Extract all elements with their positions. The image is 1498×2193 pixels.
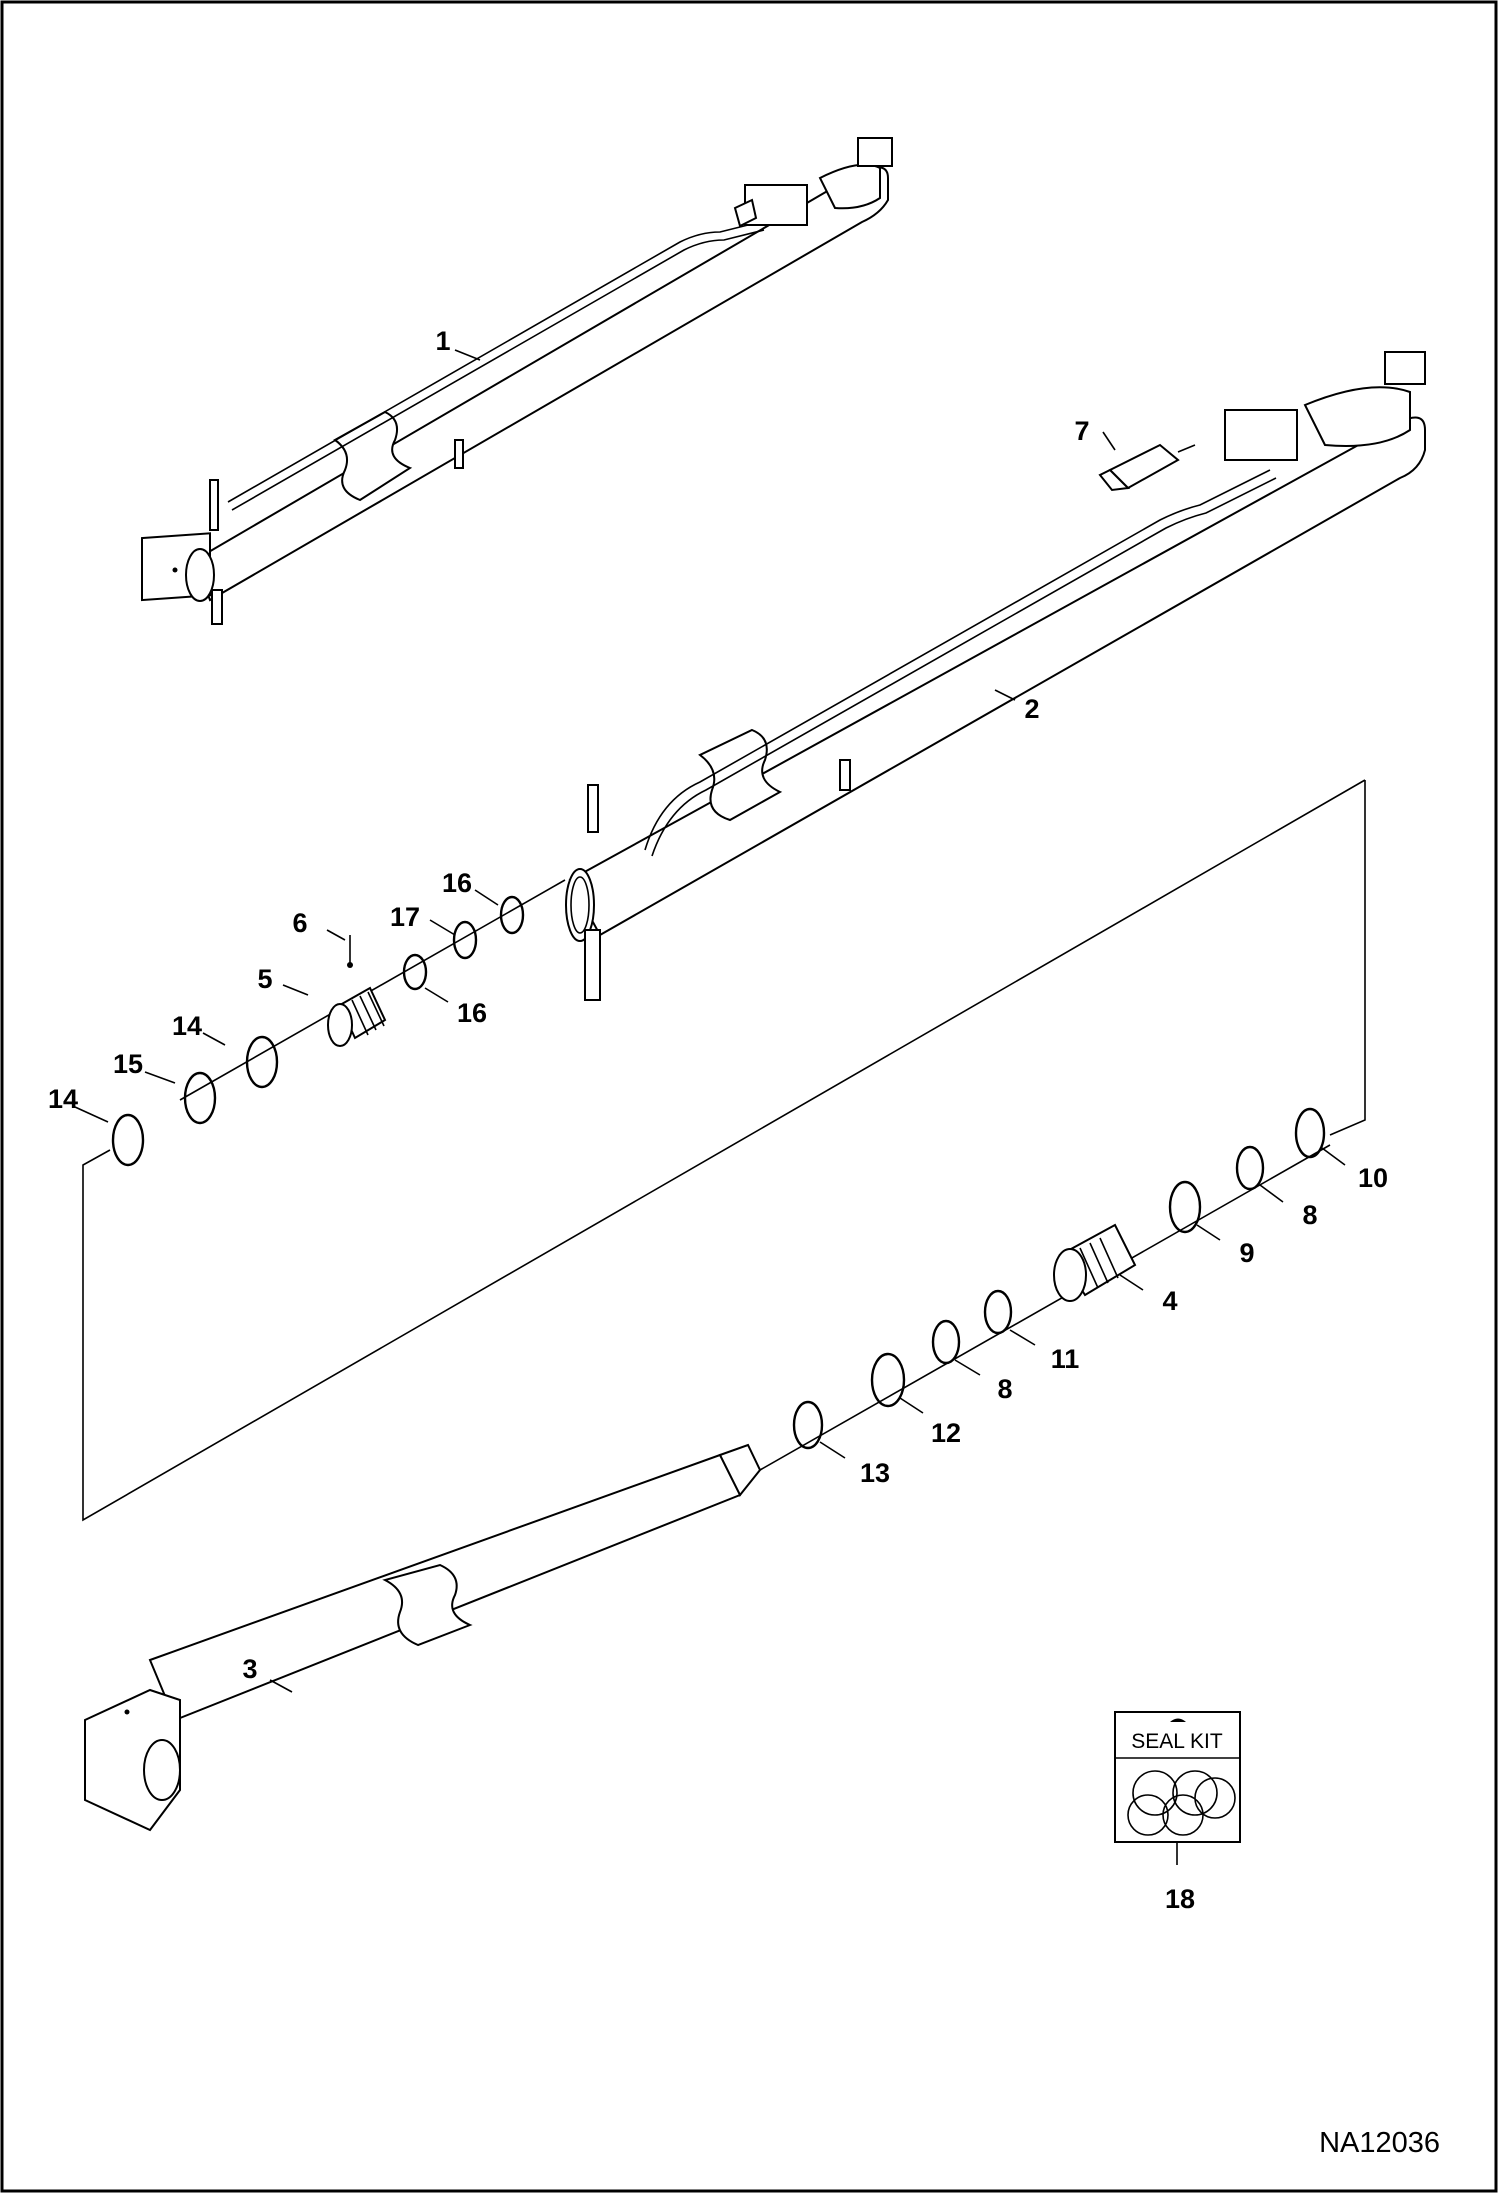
callout-3: 3 — [242, 1654, 257, 1684]
callout-18: 18 — [1165, 1884, 1195, 1914]
piston-group-upper — [111, 895, 525, 1167]
callout-4: 4 — [1162, 1286, 1177, 1316]
barrel-2 — [565, 351, 1426, 1001]
callout-14a: 14 — [172, 1011, 202, 1041]
callout-16a: 16 — [442, 868, 472, 898]
callout-17: 17 — [390, 902, 420, 932]
callout-6: 6 — [292, 908, 307, 938]
callouts: 1 2 3 4 5 6 7 8 8 9 10 11 12 13 14 14 15… — [48, 326, 1388, 1914]
callout-15: 15 — [113, 1049, 143, 1079]
seal-kit-label: SEAL KIT — [1131, 1730, 1223, 1753]
callout-12: 12 — [931, 1418, 961, 1448]
callout-8a: 8 — [1302, 1200, 1317, 1230]
figure-id: NA12036 — [1319, 2127, 1440, 2159]
callout-2: 2 — [1024, 694, 1039, 724]
callout-leaders — [74, 349, 1346, 1693]
rod-3 — [84, 1443, 762, 1832]
callout-10: 10 — [1358, 1163, 1388, 1193]
callout-5: 5 — [257, 964, 272, 994]
assembly-leader-lines — [82, 779, 1366, 1522]
gland-group-lower — [792, 1107, 1326, 1450]
callout-13: 13 — [860, 1458, 890, 1488]
callout-9: 9 — [1239, 1238, 1254, 1268]
callout-11: 11 — [1051, 1344, 1080, 1374]
callout-16b: 16 — [457, 998, 487, 1028]
cylinder-assembly-1 — [141, 137, 893, 625]
callout-8b: 8 — [997, 1374, 1012, 1404]
seal-kit-18: SEAL KIT — [1114, 1711, 1241, 1865]
fitting-7 — [1098, 443, 1196, 492]
callout-7: 7 — [1074, 416, 1089, 446]
callout-14b: 14 — [48, 1084, 78, 1114]
callout-1: 1 — [435, 326, 450, 356]
